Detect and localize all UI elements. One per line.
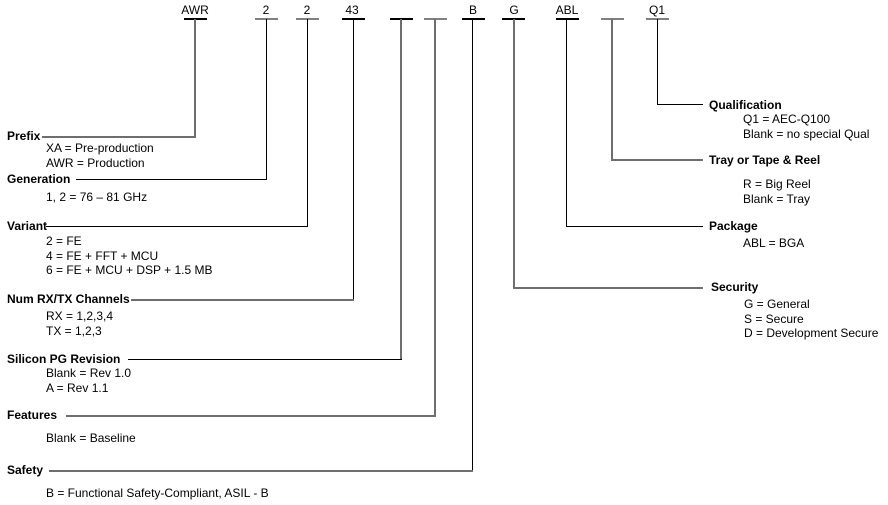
value: Blank = no special Qual: [743, 126, 870, 141]
label-silicon-rev: Silicon PG Revision: [7, 352, 121, 366]
value: TX = 1,2,3: [46, 323, 102, 338]
label-package: Package: [709, 219, 758, 233]
value: RX = 1,2,3,4: [46, 309, 114, 323]
values-variant: 2 = FE 4 = FE + FFT + MCU 6 = FE + MCU +…: [46, 234, 213, 278]
value: A = Rev 1.1: [46, 380, 109, 395]
values-package: ABL = BGA: [743, 236, 804, 251]
label-safety: Safety: [7, 463, 44, 477]
value: ABL = BGA: [743, 236, 805, 250]
bar-safety: [462, 18, 485, 20]
values-safety: B = Functional Safety-Compliant, ASIL - …: [46, 486, 269, 501]
values-qualification: Q1 = AEC-Q100 Blank = no special Qual: [743, 112, 869, 141]
bar-package: [556, 18, 579, 20]
code-prefix: AWR: [181, 3, 209, 17]
values-silicon-rev: Blank = Rev 1.0 A = Rev 1.1: [46, 366, 131, 395]
value: Blank = Baseline: [46, 431, 136, 445]
code-qualification: Q1: [648, 3, 665, 17]
connector-tray: [611, 19, 613, 161]
connector-package-h: [566, 226, 703, 227]
connector-features-h: [66, 415, 436, 417]
connector-variant: [307, 19, 308, 227]
values-generation: 1, 2 = 76 – 81 GHz: [46, 190, 147, 205]
label-channels: Num RX/TX Channels: [7, 292, 130, 306]
values-features: Blank = Baseline: [46, 431, 136, 446]
connector-qualification-h: [657, 104, 703, 105]
label-prefix: Prefix: [7, 129, 41, 143]
label-generation: Generation: [7, 172, 71, 186]
connector-package: [566, 19, 567, 227]
code-variant: 2: [303, 3, 311, 17]
connector-silicon-rev-h: [128, 359, 402, 360]
values-security: G = General S = Secure D = Development S…: [744, 297, 878, 341]
connector-channels-h: [131, 299, 354, 301]
connector-channels: [353, 19, 354, 300]
value: 4 = FE + FFT + MCU: [46, 248, 159, 263]
code-safety: B: [468, 3, 477, 17]
connector-prefix-h: [42, 136, 196, 138]
connector-generation-h: [76, 179, 267, 180]
values-channels: RX = 1,2,3,4 TX = 1,2,3: [46, 309, 113, 338]
connector-security-h: [513, 287, 703, 289]
code-channels: 43: [345, 3, 359, 17]
label-variant: Variant: [7, 219, 48, 233]
value: 6 = FE + MCU + DSP + 1.5 MB: [46, 263, 213, 277]
value: D = Development Secure: [744, 326, 879, 340]
connector-tray-h: [611, 159, 703, 161]
connector-variant-h: [46, 226, 308, 227]
value: XA = Pre-production: [46, 141, 154, 155]
values-tray-reel: R = Big Reel Blank = Tray: [743, 177, 811, 206]
code-security: G: [509, 3, 519, 17]
code-package: ABL: [555, 3, 579, 17]
label-tray-reel: Tray or Tape & Reel: [709, 153, 821, 167]
connector-security: [513, 19, 515, 288]
connector-generation: [266, 19, 267, 180]
label-qualification: Qualification: [709, 98, 782, 112]
value: 1, 2 = 76 – 81 GHz: [46, 190, 148, 204]
value: 2 = FE: [46, 234, 82, 248]
connector-features: [434, 19, 436, 416]
code-generation: 2: [262, 3, 270, 17]
value: Blank = Rev 1.0: [46, 366, 132, 380]
label-features: Features: [7, 408, 58, 422]
values-prefix: XA = Pre-production AWR = Production: [46, 141, 154, 170]
connector-qualification: [657, 19, 658, 105]
value: R = Big Reel: [743, 177, 811, 191]
value: Q1 = AEC-Q100: [743, 112, 831, 126]
value: AWR = Production: [46, 155, 145, 170]
value: S = Secure: [744, 311, 804, 326]
connector-silicon-rev: [400, 19, 402, 360]
value: B = Functional Safety-Compliant, ASIL - …: [46, 486, 269, 500]
value: G = General: [744, 297, 810, 311]
value: Blank = Tray: [743, 191, 811, 206]
connector-prefix: [194, 19, 196, 138]
connector-safety-h: [49, 470, 473, 472]
connector-safety: [472, 19, 473, 471]
label-security: Security: [711, 280, 759, 294]
